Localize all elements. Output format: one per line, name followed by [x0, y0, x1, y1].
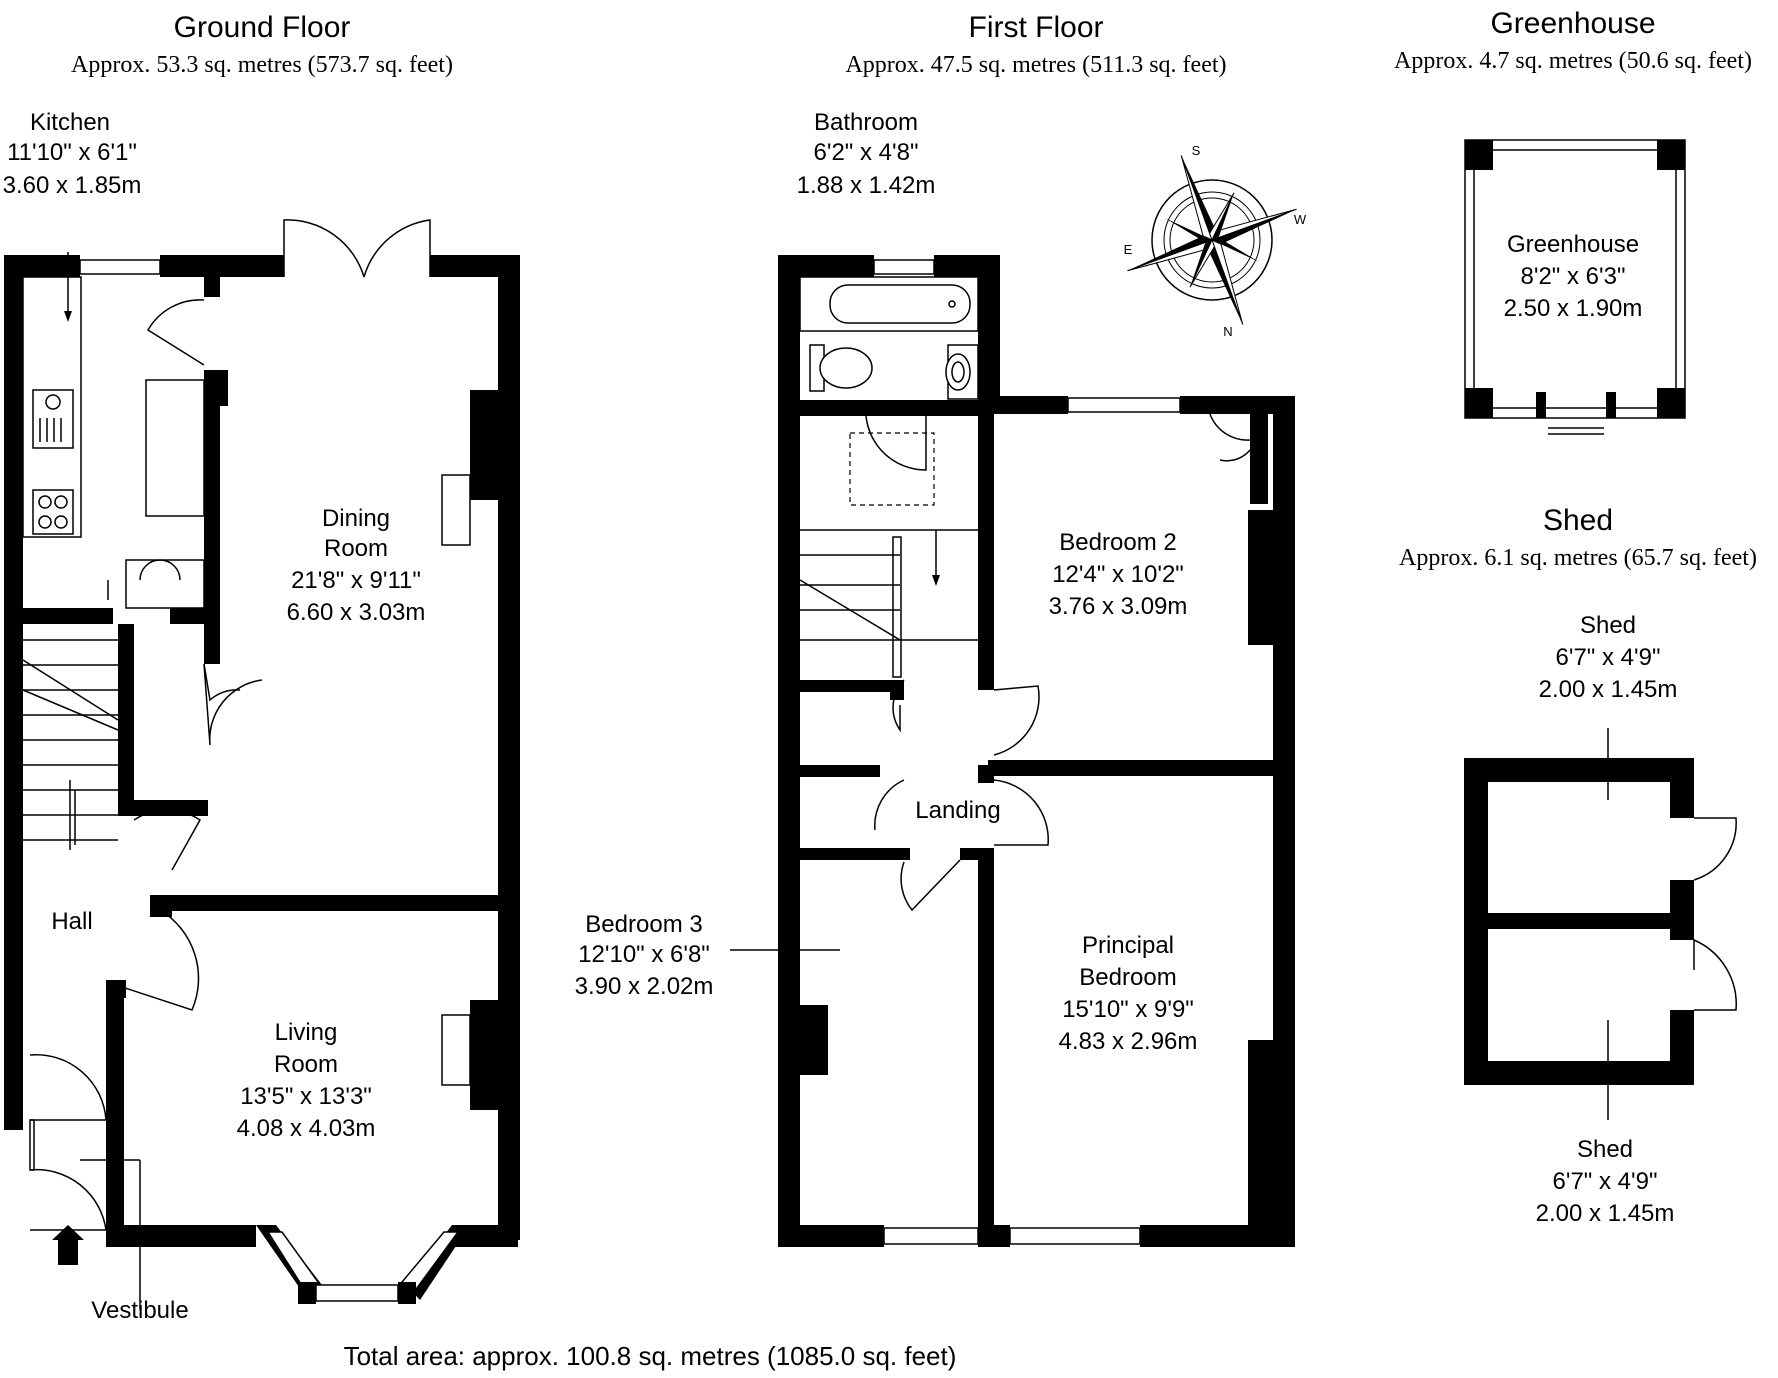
dining-name-line2: Room: [324, 535, 388, 562]
principal-name-line2: Bedroom: [1079, 964, 1176, 991]
bedroom3-name: Bedroom 3: [585, 911, 702, 938]
compass-south-label: S: [1192, 143, 1201, 158]
shed1-imperial: 6'7" x 4'9": [1556, 644, 1661, 671]
shed2-name: Shed: [1577, 1136, 1633, 1163]
bedroom3-metric: 3.90 x 2.02m: [575, 973, 714, 1000]
principal-imperial: 15'10" x 9'9": [1062, 996, 1194, 1023]
shed1-name: Shed: [1580, 612, 1636, 639]
landing-name: Landing: [915, 797, 1000, 824]
ground-floor-area: Approx. 53.3 sq. metres (573.7 sq. feet): [71, 52, 453, 78]
dining-name-line1: Dining: [322, 505, 390, 532]
bedroom2-imperial: 12'4" x 10'2": [1052, 561, 1184, 588]
first-floor-area: Approx. 47.5 sq. metres (511.3 sq. feet): [845, 52, 1226, 78]
dining-imperial: 21'8" x 9'11": [291, 567, 421, 594]
bathroom-metric: 1.88 x 1.42m: [797, 172, 936, 199]
bedroom3-imperial: 12'10" x 6'8": [578, 941, 710, 968]
shed-area: Approx. 6.1 sq. metres (65.7 sq. feet): [1399, 545, 1757, 571]
greenhouse-plan: [1464, 139, 1686, 435]
hall-name: Hall: [51, 908, 92, 935]
compass-west-label: W: [1294, 212, 1307, 227]
first-floor-title: First Floor: [969, 11, 1104, 44]
dining-metric: 6.60 x 3.03m: [287, 599, 426, 626]
living-metric: 4.08 x 4.03m: [237, 1115, 376, 1142]
vestibule-name: Vestibule: [91, 1297, 188, 1324]
principal-metric: 4.83 x 2.96m: [1059, 1028, 1198, 1055]
ground-floor-title: Ground Floor: [174, 11, 351, 44]
living-imperial: 13'5" x 13'3": [240, 1083, 372, 1110]
kitchen-name: Kitchen: [30, 109, 110, 136]
bathroom-imperial: 6'2" x 4'8": [814, 139, 919, 166]
bedroom2-metric: 3.76 x 3.09m: [1049, 593, 1188, 620]
greenhouse-name: Greenhouse: [1507, 231, 1639, 258]
bedroom2-name: Bedroom 2: [1059, 529, 1176, 556]
principal-name-line1: Principal: [1082, 932, 1174, 959]
compass-east-label: E: [1124, 242, 1133, 257]
shed1-metric: 2.00 x 1.45m: [1539, 676, 1678, 703]
shed2-metric: 2.00 x 1.45m: [1536, 1200, 1675, 1227]
shed-title: Shed: [1543, 504, 1613, 537]
greenhouse-title: Greenhouse: [1490, 7, 1655, 40]
total-area: Total area: approx. 100.8 sq. metres (10…: [344, 1341, 957, 1371]
compass-north-label: N: [1223, 324, 1232, 339]
living-name-line1: Living: [275, 1019, 338, 1046]
kitchen-imperial: 11'10" x 6'1": [7, 139, 137, 166]
greenhouse-area: Approx. 4.7 sq. metres (50.6 sq. feet): [1394, 48, 1752, 74]
bathroom-name: Bathroom: [814, 109, 918, 136]
kitchen-metric: 3.60 x 1.85m: [3, 172, 142, 199]
greenhouse-metric: 2.50 x 1.90m: [1504, 295, 1643, 322]
shed-plan: [1464, 728, 1737, 1120]
first-floor-plan: [730, 255, 1295, 1247]
living-name-line2: Room: [274, 1051, 338, 1078]
compass-rose-icon: S N E W: [1124, 143, 1307, 339]
greenhouse-imperial: 8'2" x 6'3": [1521, 263, 1626, 290]
shed2-imperial: 6'7" x 4'9": [1553, 1168, 1658, 1195]
ground-floor-plan: [4, 219, 520, 1310]
